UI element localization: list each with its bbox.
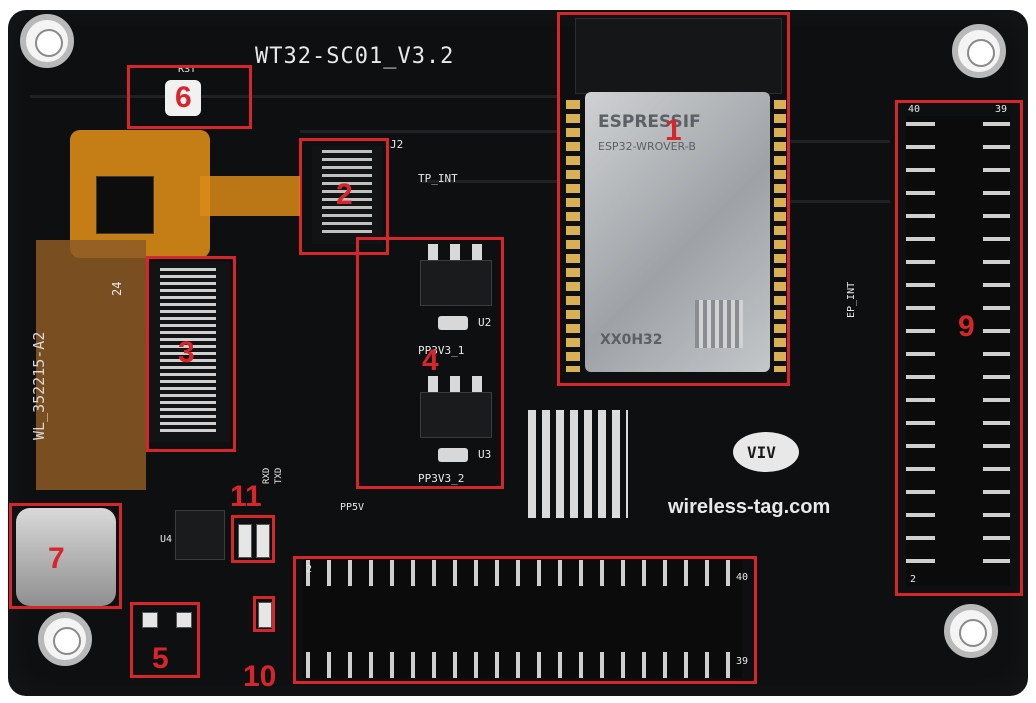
callout-box-9 <box>895 100 1023 596</box>
rxd-led <box>238 524 252 558</box>
mounting-hole-top-right <box>952 24 1006 78</box>
regulator-u3 <box>420 392 492 438</box>
usb-c-port[interactable] <box>16 508 116 606</box>
trace <box>790 140 890 143</box>
right-header-label-40: 40 <box>908 104 921 115</box>
callout-number-7: 7 <box>48 542 65 575</box>
bottom-header-label-2: 2 <box>306 564 313 575</box>
regulator-u2 <box>420 260 492 306</box>
regulator-tab <box>438 448 468 462</box>
callout-number-5: 5 <box>152 642 169 675</box>
regulator-pin <box>472 376 482 392</box>
tp-int-label: TP_INT <box>418 172 458 185</box>
pp5v-label: PP5V <box>340 502 365 513</box>
callout-number-4: 4 <box>422 344 439 377</box>
touch-connector-pins <box>322 150 372 238</box>
callout-number-3: 3 <box>178 336 195 369</box>
vendor-website: wireless-tag.com <box>668 496 831 518</box>
mounting-hole-bottom-left <box>38 612 92 666</box>
callout-number-10: 10 <box>243 660 277 693</box>
trace <box>790 200 890 203</box>
board-qr-code <box>528 410 628 518</box>
power-led <box>258 602 272 628</box>
module-qr-code <box>695 300 743 348</box>
callout-box-3 <box>146 256 236 452</box>
callout-number-6: 6 <box>175 81 192 114</box>
right-header-body <box>935 116 983 586</box>
txd-label: TXD <box>274 467 284 484</box>
j2-label: J2 <box>390 138 404 151</box>
callout-box-2 <box>299 138 389 255</box>
rxd-label: RXD <box>262 467 272 484</box>
callout-box-11 <box>231 515 275 563</box>
module-antenna <box>575 18 782 94</box>
ep-int-label: EP_INT <box>846 281 857 318</box>
regulator-pin <box>472 244 482 260</box>
callout-number-9: 9 <box>958 310 975 343</box>
right-header-label-2: 2 <box>910 574 917 585</box>
power-pad <box>176 612 192 628</box>
fpc-label: WL_352215-A2 <box>30 331 48 440</box>
module-brand: ESPRESSIF <box>598 112 701 132</box>
callout-number-11: 11 <box>230 480 262 513</box>
module-code: XX0H32 <box>600 332 663 348</box>
regulator-pin <box>450 376 460 392</box>
display-connector-pins <box>160 268 216 436</box>
touch-controller-chip <box>96 176 154 234</box>
bottom-header-label-39: 39 <box>736 656 749 667</box>
regulator-pin <box>428 376 438 392</box>
callout-box-5 <box>130 602 200 678</box>
trace <box>420 180 560 183</box>
bottom-header-label-40: 40 <box>736 572 749 583</box>
vendor-logo-text: VIV <box>747 443 776 462</box>
module-pins-right <box>774 100 786 372</box>
mounting-hole-bottom-right <box>944 604 998 658</box>
rst-label: RST <box>178 64 197 75</box>
regulator-pin <box>450 244 460 260</box>
fpc-pin-label: 24 <box>110 281 124 296</box>
u3-label: U3 <box>478 448 492 461</box>
trace <box>300 130 560 133</box>
callout-box-4 <box>356 237 504 489</box>
usb-uart-chip <box>175 510 225 560</box>
regulator-tab <box>438 316 468 330</box>
pp3v3-1-label: PP3V3_1 <box>418 344 465 357</box>
power-pad <box>142 612 158 628</box>
u4-label: U4 <box>160 534 173 545</box>
mounting-hole-top-left <box>20 14 74 68</box>
bottom-header-body <box>302 586 742 652</box>
callout-box-6 <box>127 65 252 129</box>
reset-button[interactable] <box>165 80 201 116</box>
module-pins-left <box>566 100 580 372</box>
u2-label: U2 <box>478 316 492 329</box>
right-header-label-39: 39 <box>995 104 1008 115</box>
vendor-logo <box>733 432 799 472</box>
callout-box-1 <box>557 12 790 386</box>
callout-number-1: 1 <box>665 114 682 147</box>
callout-box-7 <box>9 503 122 609</box>
txd-led <box>256 524 270 558</box>
callout-box-10 <box>253 596 275 632</box>
touch-flex-tail <box>200 176 300 216</box>
module-model: ESP32-WROVER-B <box>598 140 696 153</box>
board-title: WT32-SC01_V3.2 <box>255 44 455 69</box>
display-flex-cable <box>36 240 146 490</box>
trace <box>30 95 560 98</box>
callout-number-2: 2 <box>336 178 353 211</box>
callout-box-bottom-header <box>293 556 757 684</box>
regulator-pin <box>428 244 438 260</box>
pp3v3-2-label: PP3V3_2 <box>418 472 465 485</box>
